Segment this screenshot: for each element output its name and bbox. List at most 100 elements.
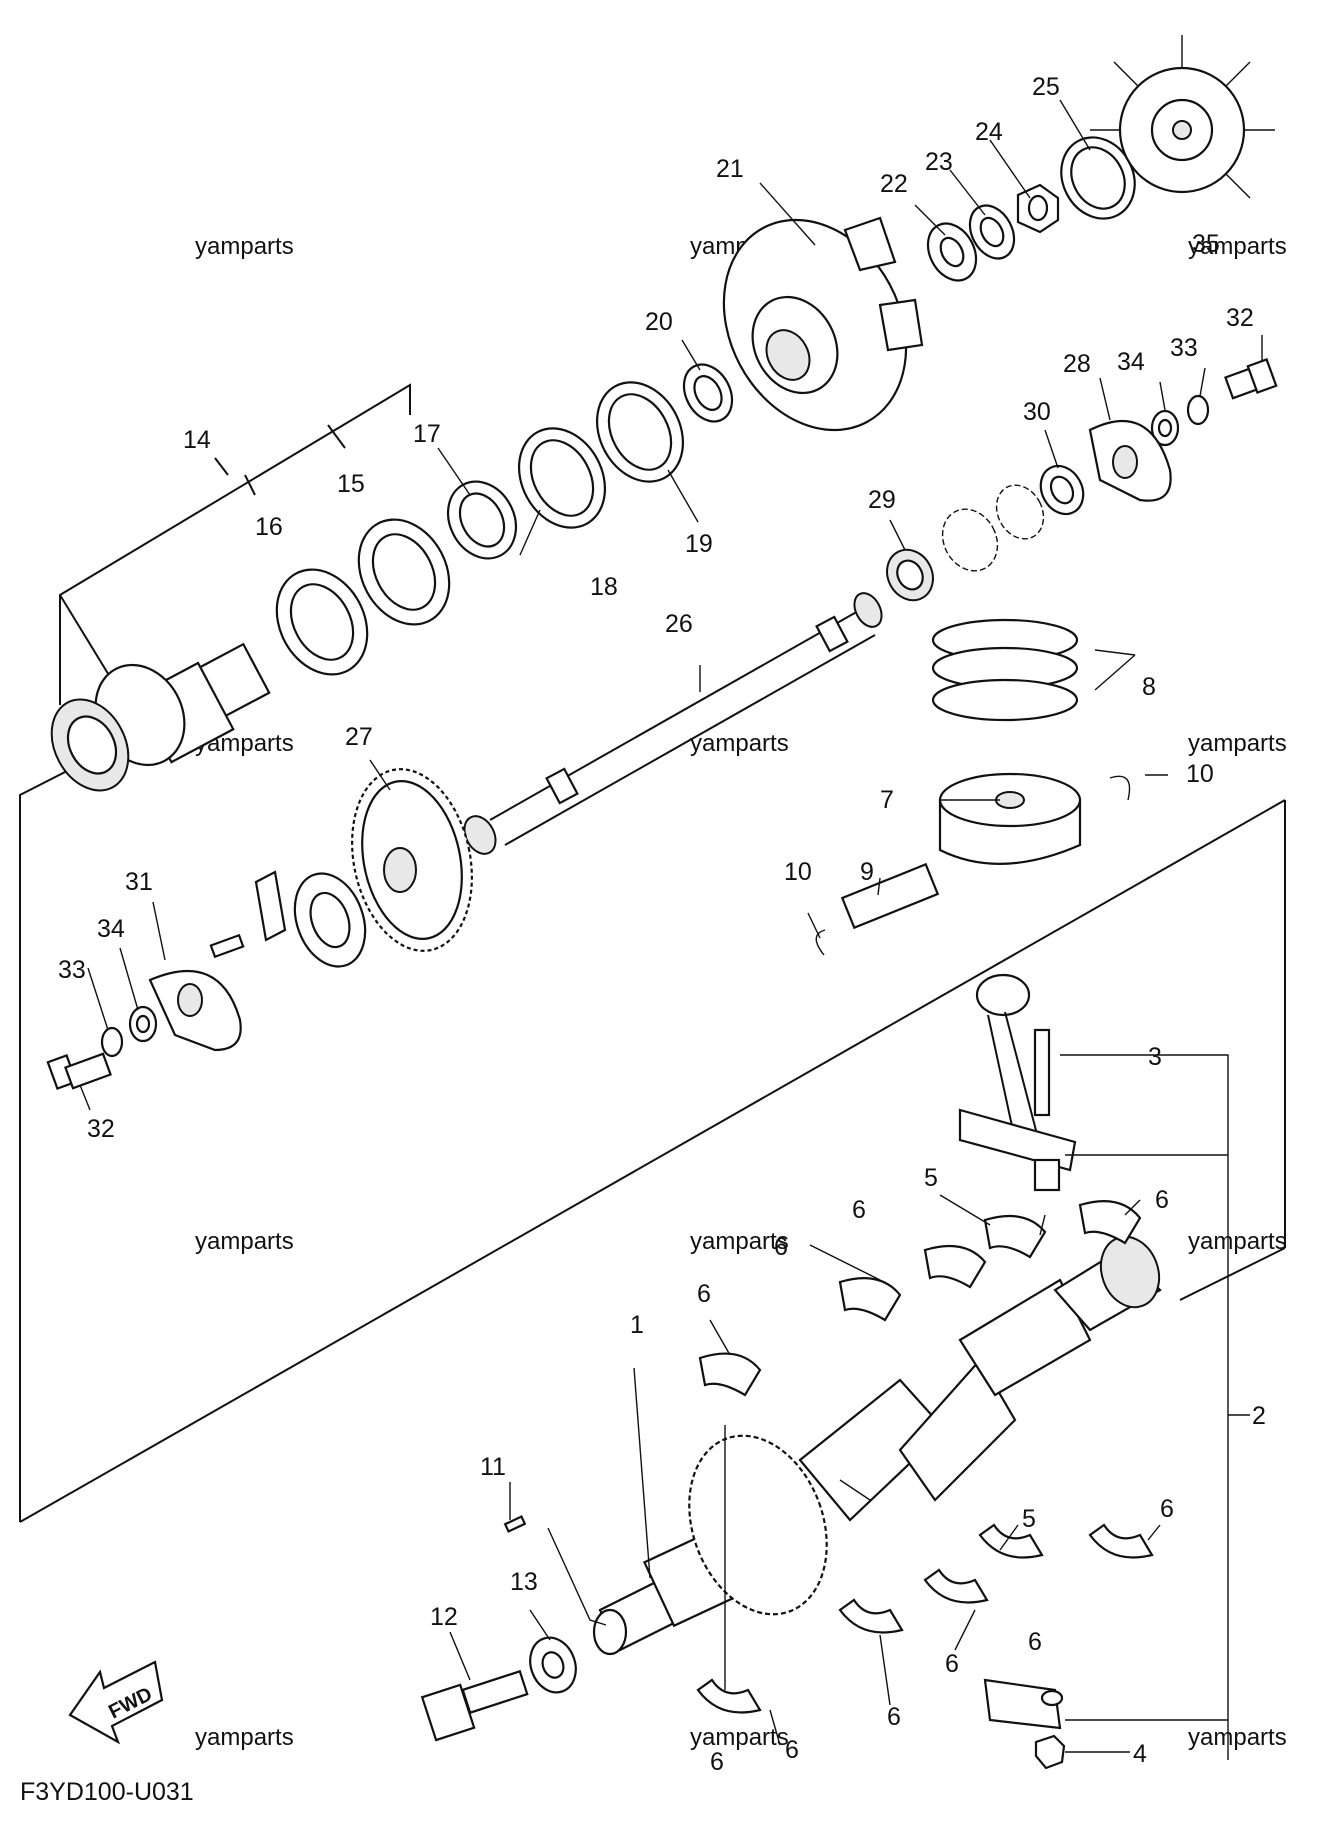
circlip-pair [941,484,1045,572]
fan-35 [1090,35,1275,199]
nut-4 [1034,1734,1066,1770]
assembly-frame [19,744,1286,1523]
callout-33: 33 [1170,334,1198,362]
gear-27 [351,768,473,952]
callout-20: 20 [645,308,673,336]
nut-24 [1016,183,1060,234]
watermark: yamparts [195,1228,294,1255]
bearing-shells [696,1200,1154,1714]
watermark: yamparts [195,1724,294,1751]
output-shaft-14 [50,642,271,792]
callout-24: 24 [975,118,1003,146]
watermark: yamparts [195,233,294,260]
collar-30 [1039,464,1085,516]
callout-34: 34 [1117,348,1145,376]
callout-28: 28 [1063,350,1091,378]
callout-1: 1 [630,1311,644,1339]
oil-seal-18 [517,427,607,529]
connecting-rod [958,973,1077,1192]
lockwasher-33-right [1186,394,1210,426]
callout-11: 11 [480,1453,506,1481]
watermark: yamparts [690,1228,789,1255]
circlip-10-left [815,929,826,956]
washer-22 [926,222,978,282]
bearing-16 [275,568,369,676]
callout-2: 2 [1252,1402,1266,1430]
bolt-12 [420,1669,529,1742]
callout-18: 18 [590,573,618,601]
fwd-arrow: FWD [68,1660,164,1745]
watermark: yamparts [690,1724,789,1751]
piston-rings-8 [931,618,1079,722]
bearing-small [293,872,367,968]
drive-shaft-26 [463,592,883,855]
watermark: yamparts [1188,233,1287,260]
washer-23 [968,204,1016,260]
washer-34-right [1150,409,1180,447]
flywheel-hub-21 [722,216,924,432]
callout-6: 6 [852,1196,866,1224]
callout-34: 34 [97,915,125,943]
callout-5: 5 [924,1164,938,1192]
callout-19: 19 [685,530,713,558]
leader-lines [79,99,1263,1760]
piston-7 [938,772,1082,865]
bolt-32-left [46,1052,112,1090]
callout-6: 6 [697,1280,711,1308]
callout-5: 5 [1022,1505,1036,1533]
callout-labels: 1 2 3 4 5 5 6 6 6 6 6 6 6 6 6 6 7 8 9 10… [58,73,1266,1776]
callout-10: 10 [1186,760,1214,788]
bearing-15 [357,518,451,626]
callout-6: 6 [774,1233,788,1261]
diagram-code: F3YD100-U031 [20,1778,194,1806]
callout-33: 33 [58,956,86,984]
callout-14: 14 [183,426,211,454]
callout-30: 30 [1023,398,1051,426]
callout-8: 8 [1142,673,1156,701]
callout-6: 6 [1155,1186,1169,1214]
piston-pin-9 [840,862,940,930]
callout-22: 22 [880,170,908,198]
callout-6: 6 [785,1736,799,1764]
callout-6: 6 [1160,1495,1174,1523]
callout-26: 26 [665,610,693,638]
callout-9: 9 [860,858,874,886]
callout-3: 3 [1148,1043,1162,1071]
watermark: yamparts [690,730,789,757]
callout-15: 15 [337,470,365,498]
callout-23: 23 [925,148,953,176]
lockwasher-33-left [100,1026,124,1058]
callout-7: 7 [880,786,894,814]
watermark: yamparts [1188,1724,1287,1751]
washer-34-left [128,1005,158,1043]
weight-31 [148,970,242,1052]
callout-16: 16 [255,513,283,541]
ring-25 [1060,136,1136,220]
weight-28 [1088,420,1172,502]
key-11 [503,1515,527,1533]
callout-17: 17 [413,420,441,448]
circlip-10-right [1109,775,1131,801]
collar-17 [446,480,518,560]
needle-bearing-29 [886,548,934,602]
callout-6: 6 [1028,1628,1042,1656]
callout-35: 35 [1192,230,1220,258]
callout-31: 31 [125,868,153,896]
callout-6: 6 [945,1650,959,1678]
watermark: yamparts [1188,730,1287,757]
callout-32: 32 [87,1115,115,1143]
callout-21: 21 [716,155,744,183]
callout-25: 25 [1032,73,1060,101]
callout-12: 12 [430,1603,458,1631]
callout-32: 32 [1226,304,1254,332]
callout-10: 10 [784,858,812,886]
washer-20 [682,363,734,423]
bolt-32-right [1224,358,1278,400]
callout-29: 29 [868,486,896,514]
callout-13: 13 [510,1568,538,1596]
crankshaft-1 [592,1235,1162,1656]
washer-13 [529,1636,577,1694]
screw-plate [209,870,287,959]
callout-6: 6 [887,1703,901,1731]
